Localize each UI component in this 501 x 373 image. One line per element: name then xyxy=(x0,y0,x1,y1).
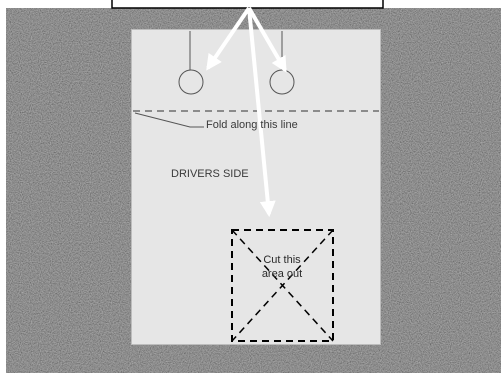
cut-out-label: Cut this area out xyxy=(243,253,321,281)
arrow-icon xyxy=(208,8,249,68)
drivers-side-label: DRIVERS SIDE xyxy=(171,168,249,180)
fold-label: Fold along this line xyxy=(206,119,298,131)
cut-label-line-1: Cut this xyxy=(243,253,321,267)
cut-label-line-2: area out xyxy=(243,267,321,281)
